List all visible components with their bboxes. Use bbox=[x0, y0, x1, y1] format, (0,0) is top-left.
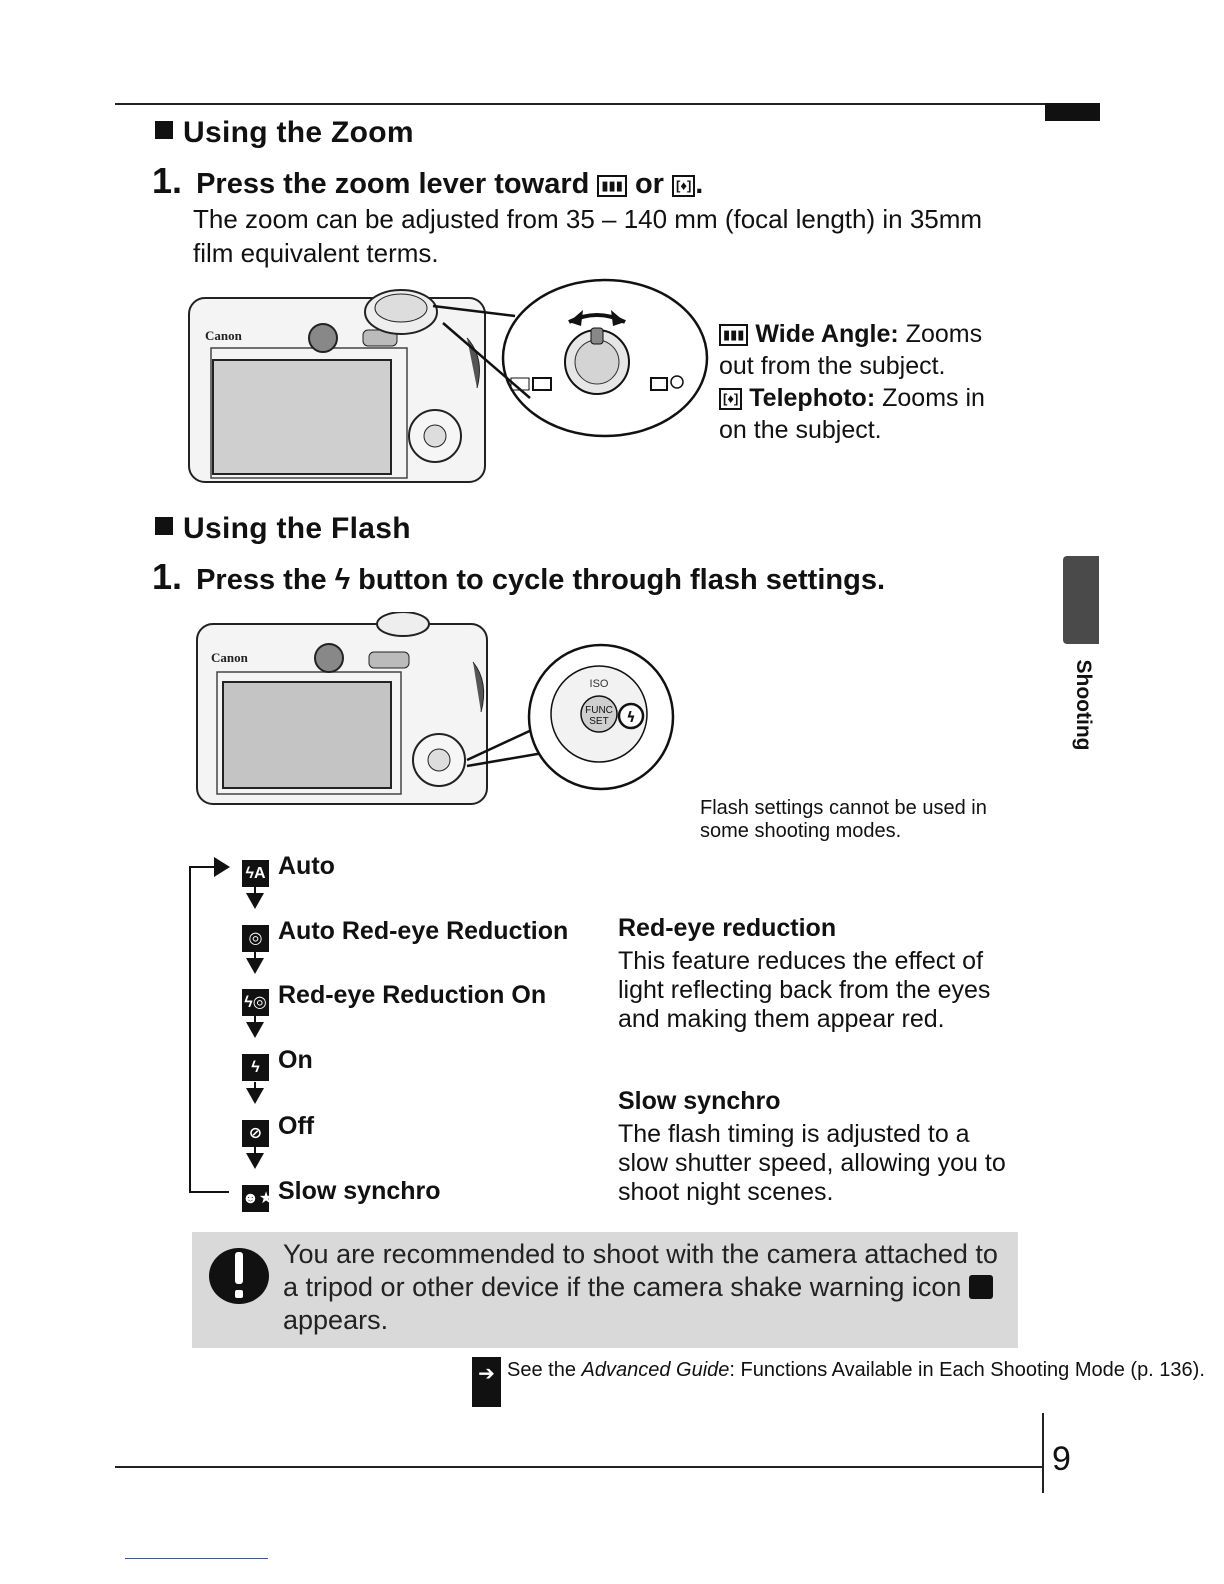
caution-text: You are recommended to shoot with the ca… bbox=[283, 1239, 998, 1335]
flash-mode-slow-synchro: ☻★Slow synchro bbox=[242, 1174, 441, 1212]
top-rule-tab bbox=[1045, 103, 1100, 121]
arrow-down-icon bbox=[246, 1082, 264, 1104]
slow-synchro-body: The flash timing is adjusted to a slow s… bbox=[618, 1120, 1006, 1206]
set-label: SET bbox=[589, 716, 608, 727]
flash-section-heading: Using the Flash bbox=[155, 512, 411, 546]
red-eye-explanation: Red-eye reduction This feature reduces t… bbox=[618, 914, 1018, 1034]
flash-mode-red-eye-on: ϟ◎Red-eye Reduction On bbox=[242, 978, 546, 1016]
flash-auto-icon: ϟA bbox=[242, 860, 269, 887]
wide-angle-icon: ▮▮▮ bbox=[597, 175, 627, 197]
wide-angle-desc: ▮▮▮ Wide Angle: Zooms out from the subje… bbox=[719, 320, 983, 380]
flash-step-heading: 1. Press the ϟ button to cycle through f… bbox=[152, 556, 885, 597]
wide-angle-icon: ▮▮▮ bbox=[719, 324, 749, 346]
flash-mode-auto-red-eye: ◎Auto Red-eye Reduction bbox=[242, 914, 568, 952]
caution-box bbox=[192, 1232, 1018, 1348]
zoom-descriptions: ▮▮▮ Wide Angle: Zooms out from the subje… bbox=[719, 318, 1019, 446]
camera-shake-icon bbox=[968, 1275, 993, 1299]
bottom-rule bbox=[115, 1466, 1042, 1468]
cycle-return-line bbox=[189, 857, 230, 1193]
arrow-down-icon bbox=[246, 1016, 264, 1038]
red-eye-on-icon: ϟ◎ bbox=[242, 989, 269, 1016]
flash-note: Flash settings cannot be used in some sh… bbox=[700, 797, 987, 842]
red-eye-title: Red-eye reduction bbox=[618, 914, 837, 942]
flash-icon: ϟ bbox=[334, 564, 351, 596]
flash-mode-off: ⊘Off bbox=[242, 1109, 314, 1147]
flash-button-icon: ϟ bbox=[626, 710, 635, 726]
flash-camera-illustration: Canon FUNC SET ISO ϟ bbox=[196, 612, 675, 805]
slow-synchro-title: Slow synchro bbox=[618, 1087, 781, 1115]
chapter-tab-marker bbox=[1063, 556, 1099, 644]
slow-synchro-icon: ☻★ bbox=[242, 1185, 273, 1212]
bottom-rule-tick bbox=[1042, 1413, 1044, 1493]
top-rule bbox=[115, 103, 1100, 105]
arrow-down-icon bbox=[246, 887, 264, 909]
arrow-down-icon bbox=[246, 952, 264, 974]
func-label: FUNC bbox=[585, 705, 613, 716]
reference-text: See the Advanced Guide: Functions Availa… bbox=[507, 1359, 1205, 1381]
chapter-tab-label: Shooting bbox=[1072, 659, 1095, 751]
telephoto-icon: [♦] bbox=[719, 388, 743, 410]
slow-synchro-explanation: Slow synchro The flash timing is adjuste… bbox=[618, 1087, 1018, 1207]
flash-off-icon: ⊘ bbox=[242, 1120, 269, 1147]
red-eye-body: This feature reduces the effect of light… bbox=[618, 947, 991, 1033]
zoom-body-text: The zoom can be adjusted from 35 – 140 m… bbox=[193, 204, 983, 268]
heading-bullet bbox=[155, 121, 173, 139]
telephoto-desc: [♦] Telephoto: Zooms in on the subject. bbox=[719, 384, 985, 444]
heading-bullet bbox=[155, 517, 173, 535]
zoom-camera-illustration: Canon bbox=[188, 278, 709, 483]
zoom-section-heading: Using the Zoom bbox=[155, 116, 414, 150]
reference-guide-name: Advanced Guide bbox=[581, 1359, 730, 1381]
reference-arrow-icon: ➔ bbox=[472, 1357, 501, 1407]
iso-label: ISO bbox=[590, 678, 609, 690]
red-eye-auto-icon: ◎ bbox=[242, 925, 269, 952]
camera-brand-logo: Canon bbox=[211, 650, 249, 665]
step-number: 1. bbox=[152, 160, 183, 201]
step-number: 1. bbox=[152, 556, 183, 597]
telephoto-icon: [♦] bbox=[672, 175, 696, 197]
flash-on-icon: ϟ bbox=[242, 1054, 269, 1081]
zoom-step-heading: 1. Press the zoom lever toward ▮▮▮ or [♦… bbox=[152, 160, 704, 201]
caution-icon bbox=[209, 1248, 269, 1304]
camera-brand-logo: Canon bbox=[205, 328, 243, 343]
arrow-down-icon bbox=[246, 1147, 264, 1169]
footer-link-underline bbox=[125, 1558, 268, 1559]
page-number: 9 bbox=[1052, 1440, 1071, 1478]
